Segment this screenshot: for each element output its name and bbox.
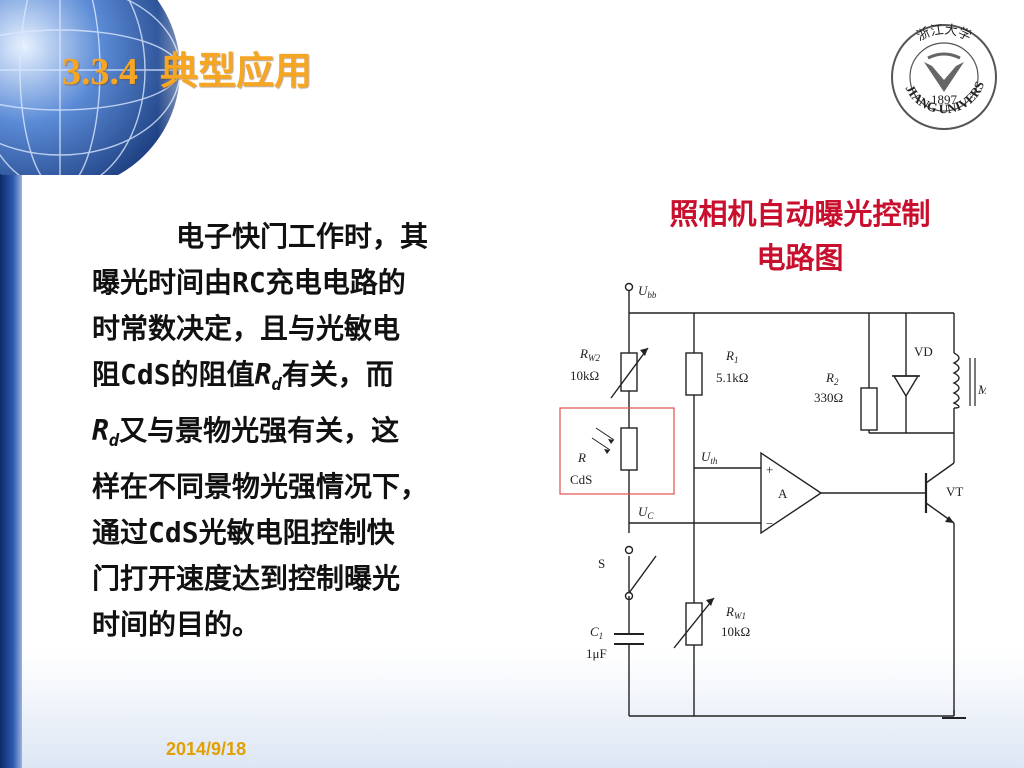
caption-line-2: 电路图 [756,241,844,275]
body-text: 电子快门工作时，其 曝光时间由RC充电电路的 时常数决定，且与光敏电 阻CdS的… [92,214,540,648]
label-ubb: Ubb [638,283,657,300]
title-text: 典型应用 [160,48,313,93]
value-r2: 330Ω [814,390,843,405]
cds-highlight-box [559,407,675,495]
slide-date: 2014/9/18 [166,739,247,759]
label-switch: S [598,556,605,571]
label-uc: UC [638,504,654,521]
label-r1: R1 [725,348,738,365]
label-cds: CdS [570,472,592,487]
label-amp: A [778,486,788,501]
side-stripe [0,150,22,768]
svg-text:1897: 1897 [931,92,958,107]
slide-title: 3.3.4 典型应用 [62,40,312,95]
value-rw1: 10kΩ [721,624,750,639]
caption-line-1: 照相机自动曝光控制 [669,197,931,231]
value-c1: 1μF [586,646,607,661]
section-number: 3.3.4 [62,51,138,93]
label-vt: VT [946,484,963,499]
globe-graphic [0,0,210,175]
label-uth: Uth [701,449,718,466]
diagram-caption: 照相机自动曝光控制 电路图 [600,192,1000,280]
label-r2: R2 [825,370,839,387]
circuit-diagram: Ubb RW2 10kΩ R CdS R1 5.1kΩ R2 330Ω VD M… [559,282,986,719]
body-line: 样在不同景物光强情况下， [92,470,429,503]
body-line: 通过CdS光敏电阻控制快 [92,516,395,549]
body-line: 电子快门工作时，其 [176,220,429,253]
label-r-cds: R [577,450,586,465]
label-vd: VD [914,344,933,359]
label-c1: C1 [590,624,603,641]
value-rw2: 10kΩ [570,368,599,383]
label-m: M [977,382,986,397]
body-line: 门打开速度达到控制曝光 [92,562,401,595]
label-rw1: RW1 [725,604,746,621]
university-logo: 浙江大学 ZHEJIANG UNIVERSITY 1897 [884,22,997,130]
body-line: 曝光时间由RC充电电路的 [92,266,406,299]
body-line: 阻CdS的阻值Rd有关，而 [92,358,394,395]
body-line: Rd又与景物光强有关，这 [92,414,400,451]
value-r1: 5.1kΩ [716,370,748,385]
label-rw2: RW2 [579,346,600,363]
body-line: 时间的目的。 [92,608,261,641]
opamp-plus: + [766,462,773,477]
opamp-minus: − [766,516,773,531]
body-line: 时常数决定，且与光敏电 [92,312,401,345]
